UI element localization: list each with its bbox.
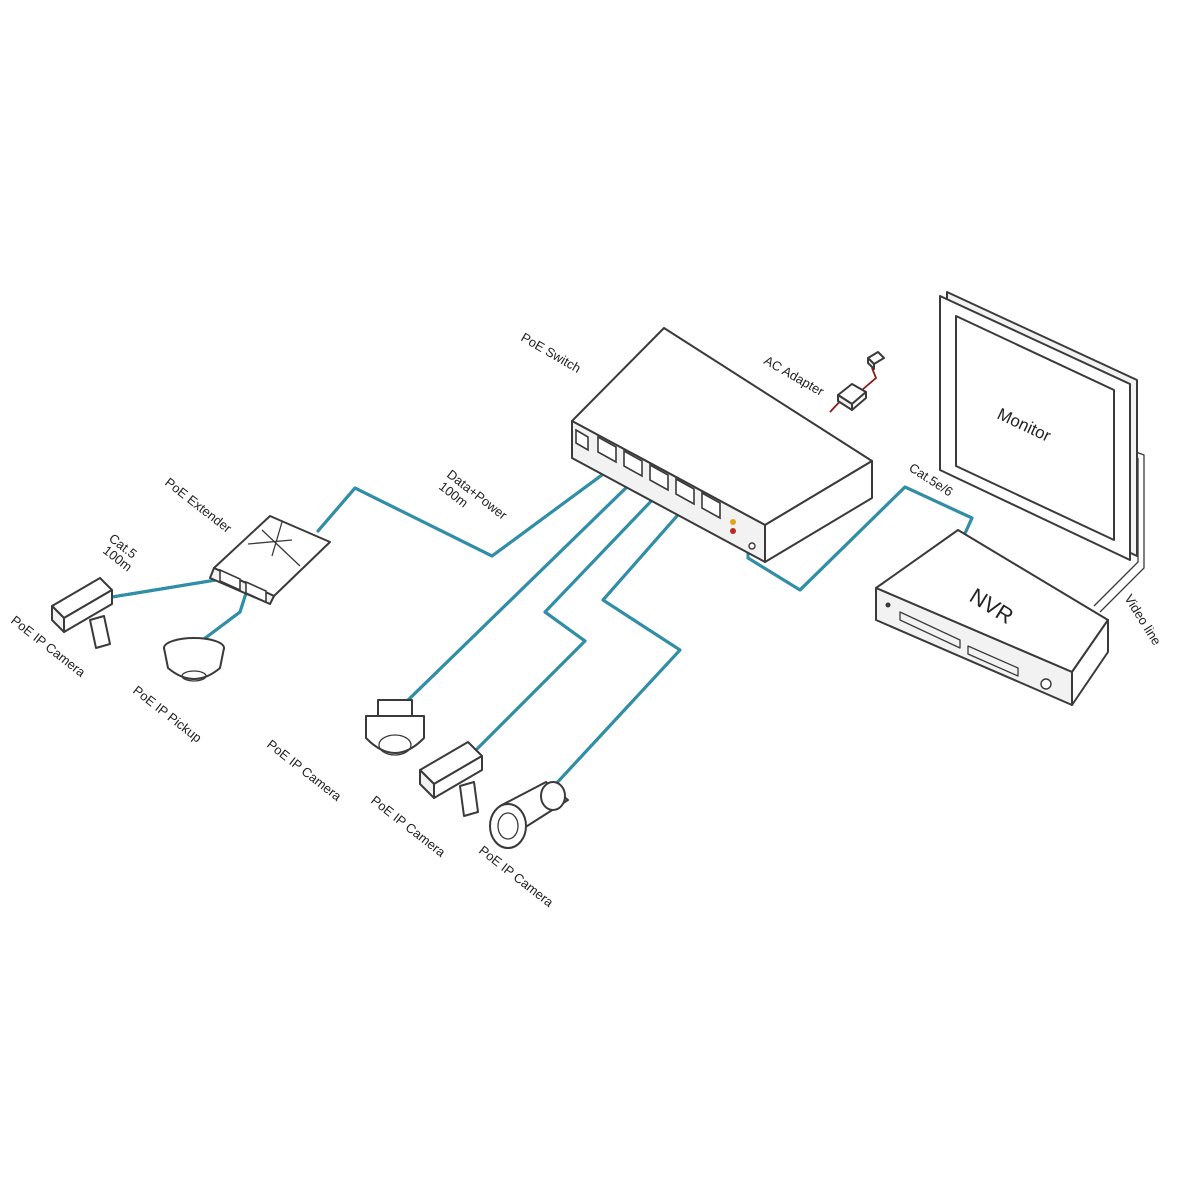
poe-switch-icon (571, 327, 873, 563)
monitor-icon (939, 291, 1138, 561)
label-ac-adapter: AC Adapter (762, 353, 828, 400)
box-camera-icon-middle (419, 741, 483, 817)
switch-led-red (730, 528, 736, 534)
label-poe-ip-camera-bullet: PoE IP Camera (476, 843, 557, 911)
cable-switch-to-dome (401, 468, 634, 707)
ceiling-pickup-icon (163, 637, 225, 682)
cable-extender-to-pickup (198, 588, 249, 644)
label-video-line: Video line (1121, 592, 1164, 648)
cable-extender-to-camera (110, 576, 230, 599)
video-line-cable (1099, 451, 1145, 613)
speed-dome-camera-icon (365, 699, 425, 756)
box-camera-icon-left (51, 577, 113, 649)
nvr-icon (875, 529, 1109, 706)
switch-ports (575, 428, 721, 520)
bullet-camera-icon (489, 781, 569, 849)
poe-extender-icon (209, 515, 331, 605)
switch-led-amber (730, 519, 736, 525)
cable-switch-to-nvr (746, 485, 974, 592)
label-poe-switch: PoE Switch (519, 330, 584, 376)
switch-power-jack (748, 542, 756, 550)
label-poe-ip-pickup: PoE IP Pickup (130, 683, 205, 746)
ac-adapter-icon (837, 351, 885, 411)
label-poe-ip-camera-dome: PoE IP Camera (264, 737, 345, 805)
label-poe-ip-camera-box: PoE IP Camera (368, 793, 449, 861)
label-poe-extender: PoE Extender (162, 475, 235, 537)
